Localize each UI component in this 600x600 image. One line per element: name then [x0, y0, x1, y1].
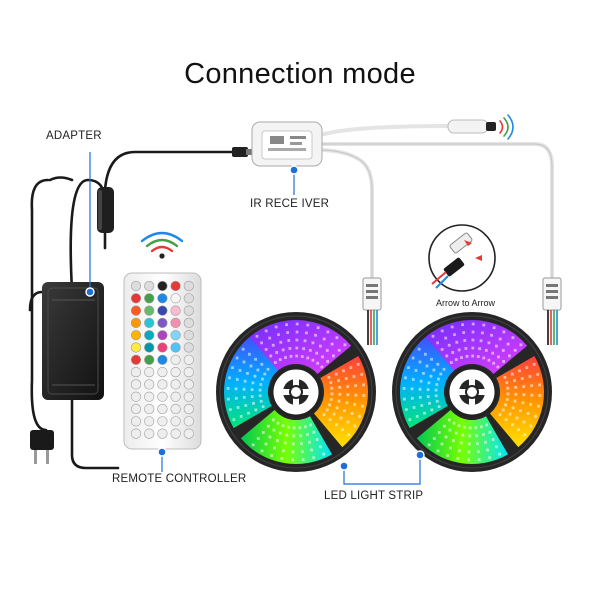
remote-button [144, 367, 155, 378]
remote-button [183, 354, 194, 365]
remote-button [183, 330, 194, 341]
remote-button [144, 428, 155, 439]
remote-button [170, 293, 181, 304]
remote-button [183, 305, 194, 316]
remote-button [170, 403, 181, 415]
remote-button [144, 354, 155, 365]
remote-button [130, 428, 142, 439]
remote-button [130, 293, 142, 304]
remote-button [183, 367, 194, 378]
remote-button [170, 280, 181, 292]
remote-button [183, 317, 194, 329]
remote-button [144, 317, 155, 329]
remote-button [157, 428, 168, 439]
remote-button [170, 391, 181, 402]
remote-button [130, 391, 142, 402]
led-strip-label: LED LIGHT STRIP [324, 490, 424, 502]
strip-connector-right [542, 277, 562, 345]
page-title: Connection mode [184, 58, 416, 90]
remote-button [144, 379, 155, 390]
ir-receiver-box [251, 121, 323, 167]
remote-button [183, 403, 194, 415]
arrow-indicator-icon [464, 240, 482, 261]
remote-button [144, 342, 155, 353]
remote-button [157, 379, 168, 390]
remote-button [130, 305, 142, 316]
remote-button [130, 342, 142, 353]
remote-button [157, 280, 168, 292]
remote-button [183, 428, 194, 439]
remote-button [170, 416, 181, 427]
adapter-brick [42, 282, 104, 400]
remote-button [157, 367, 168, 378]
remote-button [144, 391, 155, 402]
remote-button [130, 403, 142, 415]
remote-button [144, 305, 155, 316]
remote-controller-label: REMOTE CONTROLLER [112, 473, 247, 485]
arrow-to-arrow-label: Arrow to Arrow [436, 298, 496, 308]
remote-button [157, 305, 168, 316]
remote-button [130, 317, 142, 329]
remote-button [144, 416, 155, 427]
remote-button [183, 391, 194, 402]
remote-button [130, 354, 142, 365]
remote-button [157, 293, 168, 304]
remote-button [130, 330, 142, 341]
led-reel-right [392, 312, 552, 472]
remote-button [130, 280, 142, 292]
remote-button [144, 293, 155, 304]
remote-button [157, 342, 168, 353]
arrow-to-arrow-inset [428, 224, 496, 292]
remote-button [170, 379, 181, 390]
wifi-signal-icon [140, 231, 184, 259]
remote-button [144, 280, 155, 292]
cable-filter [97, 187, 114, 233]
ac-plug [30, 430, 54, 464]
remote-button [157, 354, 168, 365]
remote-button [170, 342, 181, 353]
adapter-label: ADAPTER [46, 130, 102, 142]
remote-button [130, 367, 142, 378]
remote-button [170, 354, 181, 365]
ir-sensor-head [447, 119, 496, 134]
remote-button [157, 416, 168, 427]
remote-button [183, 293, 194, 304]
remote-button [183, 416, 194, 427]
strip-connector-left [362, 277, 382, 345]
remote-button [170, 330, 181, 341]
dc-plug [232, 147, 256, 157]
remote-button [130, 379, 142, 390]
remote-button [144, 330, 155, 341]
remote-button [157, 317, 168, 329]
remote-button [183, 379, 194, 390]
led-reel-left [216, 312, 376, 472]
callout-dots [85, 165, 425, 471]
remote-button [157, 403, 168, 415]
remote-buttons [130, 280, 194, 439]
remote-button [157, 391, 168, 402]
remote-button [170, 428, 181, 439]
remote-button [144, 403, 155, 415]
ir-signal-icon [499, 114, 514, 140]
remote-button [183, 280, 194, 292]
remote-button [130, 416, 142, 427]
remote-button [157, 330, 168, 341]
remote-button [170, 367, 181, 378]
remote-button [183, 342, 194, 353]
remote-button [170, 305, 181, 316]
remote-button [170, 317, 181, 329]
ir-receiver-label: IR RECE IVER [250, 198, 330, 210]
